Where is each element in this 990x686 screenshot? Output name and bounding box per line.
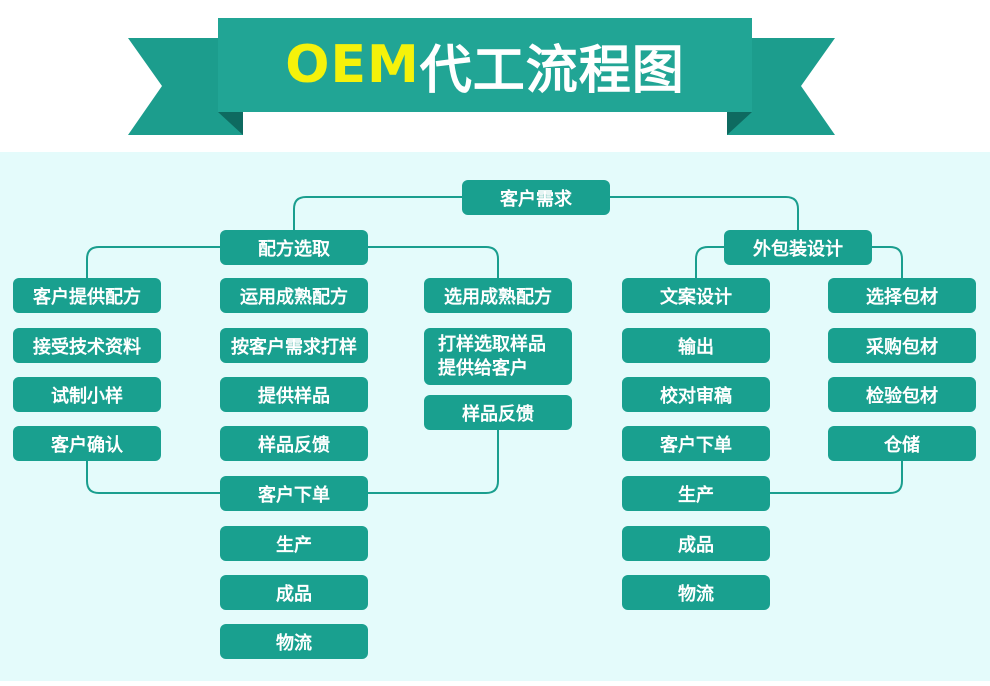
step-client-confirm: 客户确认 [13,426,161,461]
step-packaging-production: 生产 [622,476,770,511]
step-use-mature-formula: 运用成熟配方 [220,278,368,313]
connector-formula-to-selected [368,246,499,278]
step-packaging-logistics: 物流 [622,575,770,610]
step-customer-demand: 客户需求 [462,180,610,215]
step-packaging-finished-goods: 成品 [622,526,770,561]
step-provide-sample: 提供样品 [220,377,368,412]
step-formula-finished-goods: 成品 [220,575,368,610]
step-packaging-order: 客户下单 [622,426,770,461]
title-text: 代工流程图 [419,40,685,101]
connector-materials-to-production [770,461,903,494]
step-proofreading: 校对审稿 [622,377,770,412]
step-select-mature-formula: 选用成熟配方 [424,278,572,313]
step-copywriting-design: 文案设计 [622,278,770,313]
connector-root-to-formula [293,196,462,230]
step-purchase-materials: 采购包材 [828,328,976,363]
connector-packaging-to-materials [872,246,903,278]
banner-left-fold [218,112,243,135]
step-sample-selection: 打样选取样品 提供给客户 [424,328,572,385]
connector-formula-to-client [86,246,220,278]
step-sample-feedback: 样品反馈 [220,426,368,461]
connector-packaging-to-design [695,246,724,278]
connector-client-to-order [86,461,220,494]
step-packaging-design: 外包装设计 [724,230,872,265]
connector-selected-to-order [368,430,499,494]
step-output: 输出 [622,328,770,363]
step-formula-selection: 配方选取 [220,230,368,265]
step-choose-materials: 选择包材 [828,278,976,313]
step-warehousing: 仓储 [828,426,976,461]
step-formula-production: 生产 [220,526,368,561]
banner-main [218,18,752,112]
step-selected-sample-feedback: 样品反馈 [424,395,572,430]
step-receive-tech-data: 接受技术资料 [13,328,161,363]
banner-right-fold [727,112,752,135]
title-highlight: OEM [285,35,420,95]
step-custom-sampling: 按客户需求打样 [220,328,368,363]
step-client-formula: 客户提供配方 [13,278,161,313]
step-trial-sample: 试制小样 [13,377,161,412]
step-formula-logistics: 物流 [220,624,368,659]
banner-right-tail [727,38,835,135]
step-inspect-materials: 检验包材 [828,377,976,412]
connector-root-to-packaging [610,196,799,230]
sample-selection-line-2: 提供给客户 [438,357,528,379]
step-formula-order: 客户下单 [220,476,368,511]
banner-left-tail [128,38,243,135]
sample-selection-line-1: 打样选取样品 [438,333,546,355]
